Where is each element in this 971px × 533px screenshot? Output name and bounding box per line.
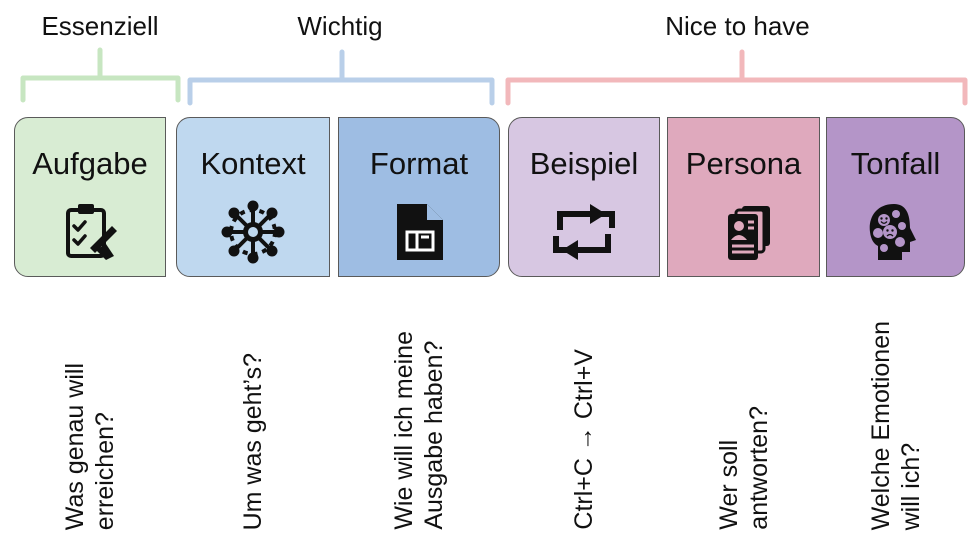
bracket-important [187,49,495,106]
profile-cards-icon [712,200,776,264]
bracket-nice-to-have [505,49,968,106]
card-title: Tonfall [850,146,941,181]
question-text: Ctrl+C → Ctrl+V [570,349,598,530]
card-title: Persona [685,146,802,181]
document-layout-icon [387,200,451,264]
question-text: Um was geht’s? [239,352,267,530]
question-text: Wer soll antworten? [714,406,773,530]
question-aufgabe: Was genau will erreichen? [0,290,180,530]
swap-arrows-icon [552,200,616,264]
card-tonfall: Tonfall [826,117,965,277]
question-persona: Wer soll antworten? [667,290,820,530]
card-title: Beispiel [529,146,639,181]
group-brackets [20,47,968,106]
clipboard-checklist-icon [58,200,122,264]
question-tonfall: Welche Emotionen will ich? [826,290,965,530]
question-format: Wie will ich meine Ausgabe haben? [338,290,500,530]
card-format: Format [338,117,500,277]
network-nodes-icon [221,200,285,264]
card-title: Format [369,146,469,181]
card-title: Aufgabe [32,146,148,181]
question-text: Wie will ich meine Ausgabe haben? [390,331,448,530]
question-kontext: Um was geht’s? [176,290,330,530]
card-beispiel: Beispiel [508,117,660,277]
question-text: Welche Emotionen will ich? [866,320,925,530]
question-beispiel: Ctrl+C → Ctrl+V [508,290,660,530]
bracket-essential [20,47,181,103]
question-text: Was genau will erreichen? [61,362,119,530]
card-title: Kontext [200,146,306,181]
head-emotions-icon [864,200,928,264]
card-persona: Persona [667,117,820,277]
group-label-essential: Essenziell [41,11,159,41]
card-aufgabe: Aufgabe [14,117,166,277]
group-label-important: Wichtig [297,11,383,41]
group-label-nice-to-have: Nice to have [665,11,810,41]
card-kontext: Kontext [176,117,330,277]
